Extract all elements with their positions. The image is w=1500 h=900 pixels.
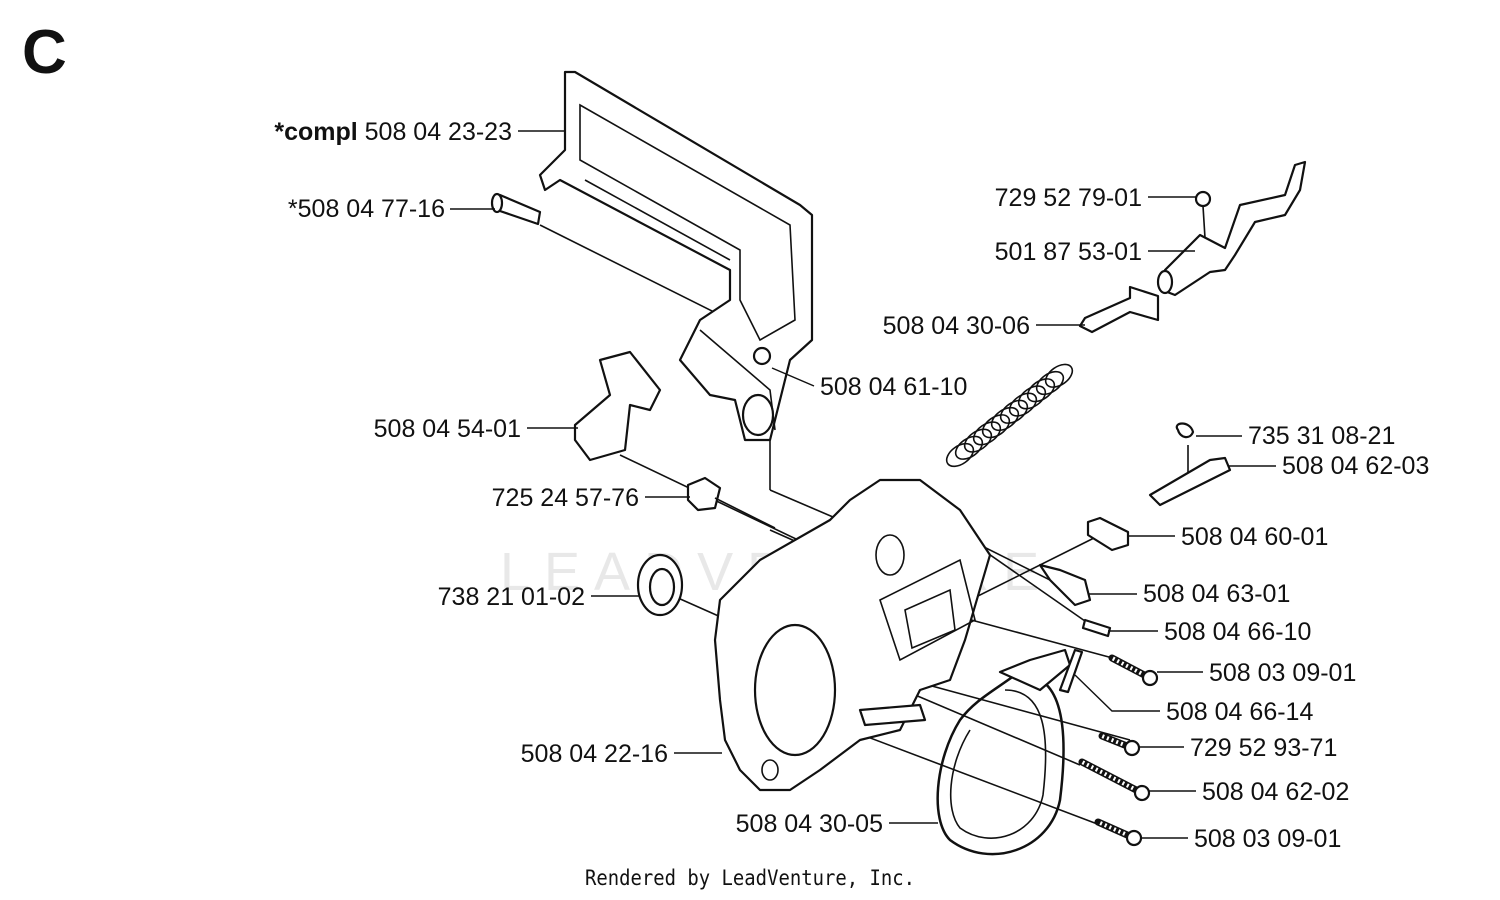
screw bbox=[1108, 654, 1159, 687]
clip-735 bbox=[1175, 422, 1195, 439]
part-number: 508 04 62-02 bbox=[1202, 778, 1349, 806]
part-number-label: 508 03 09-01 bbox=[1209, 659, 1356, 687]
part-number-label: 508 04 54-01 bbox=[374, 415, 521, 443]
bracket bbox=[1078, 285, 1160, 334]
part-number-label: 508 04 61-10 bbox=[820, 373, 967, 401]
pin-small bbox=[1081, 618, 1112, 638]
part-callout: 508 04 54-01 bbox=[374, 415, 578, 443]
part-number-label: 508 04 66-14 bbox=[1166, 698, 1313, 726]
retaining-spring bbox=[1058, 648, 1084, 694]
part-callout: 508 04 60-01 bbox=[1128, 523, 1328, 551]
part-callout: 508 04 30-06 bbox=[883, 312, 1085, 340]
part-number-label: 508 04 66-10 bbox=[1164, 618, 1311, 646]
tensioning-screw bbox=[686, 476, 776, 529]
part-callout: 738 21 01-02 bbox=[438, 583, 640, 611]
part-labels: *compl 508 04 23-23 *508 04 77-16 729 52 7… bbox=[274, 118, 1429, 853]
screw bbox=[1094, 818, 1143, 847]
guide-plate bbox=[573, 350, 662, 462]
brake-lever-assembly bbox=[1156, 160, 1307, 297]
part-number: 508 04 66-14 bbox=[1166, 698, 1313, 726]
spring bbox=[945, 363, 1074, 468]
part-number-label: *compl 508 04 23-23 bbox=[274, 118, 512, 146]
part-number: 508 03 09-01 bbox=[1209, 659, 1356, 687]
bearing bbox=[636, 553, 684, 617]
part-number: 725 24 57-76 bbox=[492, 484, 639, 512]
part-number-label: 508 04 22-16 bbox=[521, 740, 668, 768]
footer-credit: Rendered by LeadVenture, Inc. bbox=[585, 866, 915, 890]
part-callout: 508 03 09-01 bbox=[1157, 659, 1356, 687]
part-number: 508 03 09-01 bbox=[1194, 825, 1341, 853]
leader-line bbox=[1074, 674, 1160, 712]
part-callout: 508 04 66-14 bbox=[1074, 674, 1313, 726]
part-number: 508 04 30-05 bbox=[736, 810, 883, 838]
part-number: 508 04 54-01 bbox=[374, 415, 521, 443]
part-callout: 729 52 79-01 bbox=[995, 184, 1196, 212]
part-number: 508 04 61-10 bbox=[820, 373, 967, 401]
part-number: 729 52 79-01 bbox=[995, 184, 1142, 212]
part-number-label: 508 04 30-06 bbox=[883, 312, 1030, 340]
part-number: 729 52 93-71 bbox=[1190, 734, 1337, 762]
chain-brake-handle bbox=[538, 70, 814, 442]
part-callout: 508 04 61-10 bbox=[771, 367, 967, 401]
part-callout: 508 04 66-10 bbox=[1108, 618, 1311, 646]
part-number-label: 508 04 60-01 bbox=[1181, 523, 1328, 551]
part-number: 501 87 53-01 bbox=[995, 238, 1142, 266]
part-number-label: 508 04 62-03 bbox=[1282, 452, 1429, 480]
brake-link bbox=[1086, 516, 1130, 552]
part-number: *508 04 77-16 bbox=[288, 195, 445, 223]
part-number-label: 725 24 57-76 bbox=[492, 484, 639, 512]
part-callout: 508 04 22-16 bbox=[521, 740, 722, 768]
part-callout: 735 31 08-21 bbox=[1196, 422, 1395, 450]
part-callout: *508 04 77-16 bbox=[288, 195, 495, 223]
part-callout: 508 04 62-02 bbox=[1148, 778, 1349, 806]
part-callout: *compl 508 04 23-23 bbox=[274, 118, 565, 146]
part-number-label: 508 04 62-02 bbox=[1202, 778, 1349, 806]
leader-line bbox=[771, 367, 815, 387]
part-number: 735 31 08-21 bbox=[1248, 422, 1395, 450]
part-number-label: 508 04 30-05 bbox=[736, 810, 883, 838]
part-callout: 725 24 57-76 bbox=[492, 484, 690, 512]
part-number: 508 04 66-10 bbox=[1164, 618, 1311, 646]
part-callout: 508 03 09-01 bbox=[1140, 825, 1341, 853]
spring-clip bbox=[1038, 563, 1092, 607]
part-number: 508 04 22-16 bbox=[521, 740, 668, 768]
pivot-pin bbox=[490, 192, 542, 226]
rod-long bbox=[1148, 456, 1232, 507]
part-number-label: 729 52 93-71 bbox=[1190, 734, 1337, 762]
part-number-label: 508 03 09-01 bbox=[1194, 825, 1341, 853]
part-number: 508 04 30-06 bbox=[883, 312, 1030, 340]
part-number-label: 735 31 08-21 bbox=[1248, 422, 1395, 450]
part-number: 508 04 23-23 bbox=[365, 118, 512, 146]
part-number: 508 04 62-03 bbox=[1282, 452, 1429, 480]
part-number-label: 729 52 79-01 bbox=[995, 184, 1142, 212]
screw bbox=[1098, 732, 1141, 757]
part-callout: 501 87 53-01 bbox=[995, 238, 1195, 266]
section-letter: C bbox=[22, 18, 67, 87]
part-number-label: *508 04 77-16 bbox=[288, 195, 445, 223]
brake-band bbox=[936, 648, 1072, 856]
part-callout: 729 52 93-71 bbox=[1138, 734, 1337, 762]
screws bbox=[1078, 654, 1159, 847]
part-number-label: 501 87 53-01 bbox=[995, 238, 1142, 266]
part-number-label: 508 04 63-01 bbox=[1143, 580, 1290, 608]
screw bbox=[1078, 758, 1151, 802]
part-number: 508 04 63-01 bbox=[1143, 580, 1290, 608]
part-callout: 508 04 62-03 bbox=[1228, 452, 1429, 480]
part-number: 508 04 60-01 bbox=[1181, 523, 1328, 551]
part-prefix: *compl bbox=[274, 118, 364, 146]
part-number-label: 738 21 01-02 bbox=[438, 583, 585, 611]
part-callout: 508 04 63-01 bbox=[1088, 580, 1290, 608]
part-callout: 508 04 30-05 bbox=[736, 810, 938, 838]
clutch-cover bbox=[713, 478, 992, 792]
part-number: 738 21 01-02 bbox=[438, 583, 585, 611]
